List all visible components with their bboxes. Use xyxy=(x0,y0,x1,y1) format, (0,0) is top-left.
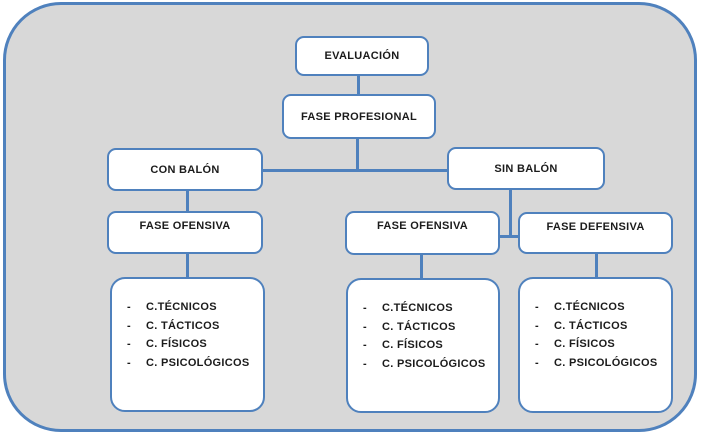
connector-faseofensiva-left-list xyxy=(186,253,189,278)
dash-bullet: - xyxy=(127,338,131,350)
list-item: - C.TÉCNICOS xyxy=(363,303,492,314)
dash-bullet: - xyxy=(363,302,367,314)
list-item-label: C.TÉCNICOS xyxy=(146,301,217,313)
node-fase-defensiva: FASE DEFENSIVA xyxy=(518,212,673,254)
connector-fasedefensiva-list xyxy=(595,253,598,278)
connector-conbalon-faseofensiva xyxy=(186,190,189,212)
node-fase-ofensiva-left-label: FASE OFENSIVA xyxy=(139,220,231,232)
node-evaluacion-label: EVALUACIÓN xyxy=(324,50,400,62)
list-item: - C. FÍSICOS xyxy=(535,339,665,350)
connector-evaluacion-faseprofesional xyxy=(357,76,360,95)
list-item: - C. TÁCTICOS xyxy=(127,319,257,332)
node-con-balon-label: CON BALÓN xyxy=(150,163,220,176)
list-item-label: C. PSICOLÓGICOS xyxy=(146,356,250,369)
node-fase-profesional: FASE PROFESIONAL xyxy=(282,94,436,139)
list-item-label: C. TÁCTICOS xyxy=(554,319,628,332)
connector-sinbalon-stub xyxy=(499,235,519,238)
attributes-box-sin-balon-ofensiva: - C.TÉCNICOS - C. TÁCTICOS - C. FÍSICOS - C.… xyxy=(346,278,500,413)
list-item-label: C.TÉCNICOS xyxy=(382,302,453,314)
dash-bullet: - xyxy=(127,356,131,369)
node-fase-ofensiva-mid-label: FASE OFENSIVA xyxy=(376,220,469,232)
list-item-label: C. FÍSICOS xyxy=(554,338,616,350)
attributes-box-sin-balon-defensiva: - C.TÉCNICOS - C. TÁCTICOS - C. FÍSICOS - C.… xyxy=(518,277,673,413)
node-fase-ofensiva-mid: FASE OFENSIVA xyxy=(345,211,500,255)
list-item-label: C. PSICOLÓGICOS xyxy=(554,356,658,369)
node-fase-profesional-label: FASE PROFESIONAL xyxy=(300,110,418,123)
dash-bullet: - xyxy=(535,301,539,313)
connector-faseofensiva-mid-list xyxy=(420,254,423,279)
node-evaluacion: EVALUACIÓN xyxy=(295,36,429,76)
dash-bullet: - xyxy=(363,357,367,370)
node-con-balon: CON BALÓN xyxy=(107,148,263,191)
dash-bullet: - xyxy=(535,356,539,369)
connector-sinbalon-down xyxy=(509,189,512,238)
list-item: - C. FÍSICOS xyxy=(363,340,492,351)
list-item: - C. FÍSICOS xyxy=(127,339,257,350)
dash-bullet: - xyxy=(127,301,131,313)
list-item-label: C. TÁCTICOS xyxy=(382,320,456,333)
list-item-label: C. FÍSICOS xyxy=(382,339,444,351)
list-item: - C. PSICOLÓGICOS xyxy=(363,357,492,370)
node-sin-balon-label: SIN BALÓN xyxy=(494,162,558,175)
list-item-label: C. TÁCTICOS xyxy=(146,319,220,332)
list-item-label: C. FÍSICOS xyxy=(146,338,208,350)
connector-faseprofesional-crossbar xyxy=(356,138,359,172)
list-item: - C. TÁCTICOS xyxy=(363,320,492,333)
node-sin-balon: SIN BALÓN xyxy=(447,147,605,190)
dash-bullet: - xyxy=(363,320,367,333)
dash-bullet: - xyxy=(363,339,367,351)
node-fase-defensiva-label: FASE DEFENSIVA xyxy=(546,221,645,233)
list-item: - C. PSICOLÓGICOS xyxy=(127,356,257,369)
connector-crossbar xyxy=(262,169,448,172)
dash-bullet: - xyxy=(535,338,539,350)
node-fase-ofensiva-left: FASE OFENSIVA xyxy=(107,211,263,254)
attributes-box-con-balon: - C.TÉCNICOS - C. TÁCTICOS - C. FÍSICOS - C.… xyxy=(110,277,265,412)
list-item-label: C. PSICOLÓGICOS xyxy=(382,357,486,370)
list-item: - C.TÉCNICOS xyxy=(127,302,257,313)
list-item: - C. PSICOLÓGICOS xyxy=(535,356,665,369)
list-item-label: C.TÉCNICOS xyxy=(554,301,625,313)
dash-bullet: - xyxy=(535,319,539,332)
list-item: - C.TÉCNICOS xyxy=(535,302,665,313)
dash-bullet: - xyxy=(127,319,131,332)
list-item: - C. TÁCTICOS xyxy=(535,319,665,332)
